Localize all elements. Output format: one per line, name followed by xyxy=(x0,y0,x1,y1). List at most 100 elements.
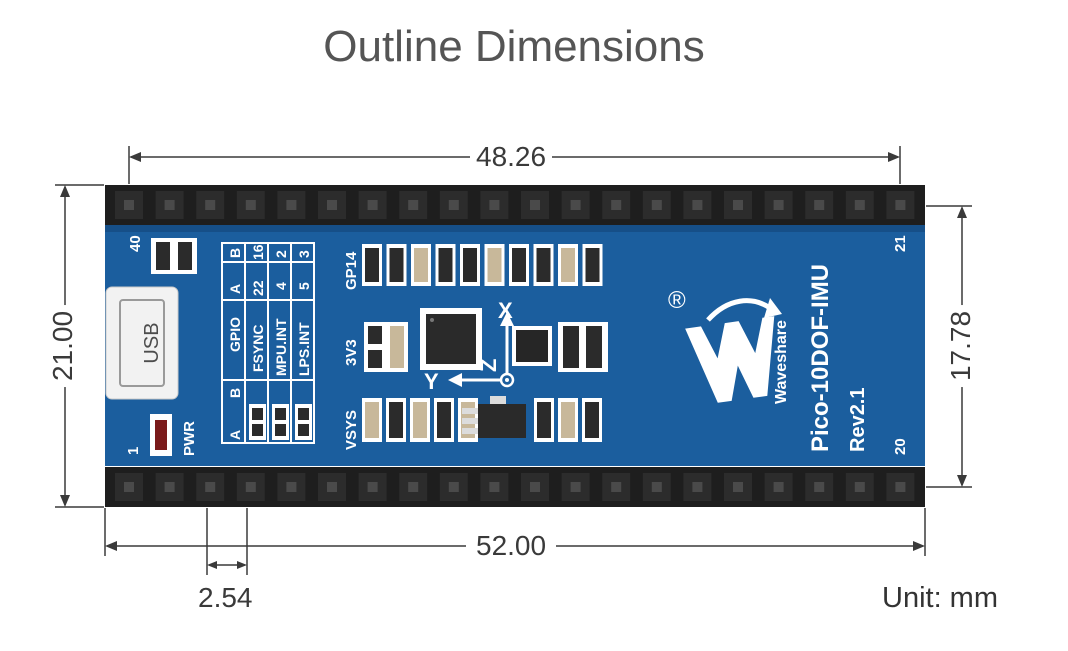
pcb-edge-shade xyxy=(105,224,925,232)
jumper-row-mpu-a: 4 xyxy=(273,282,289,290)
board-revision: Rev2.1 xyxy=(847,388,869,453)
header-pin-hole xyxy=(245,200,256,210)
jumper-row-fsync-b: 16 xyxy=(250,244,266,260)
header-pin-hole xyxy=(530,482,540,492)
net-vsys-label: VSYS xyxy=(343,410,360,450)
resistor-pair-top-left xyxy=(151,238,197,274)
brand-name: Waveshare xyxy=(773,320,790,404)
smd-component-body xyxy=(389,248,404,282)
header-pin-hole xyxy=(124,482,134,492)
header-pin-hole xyxy=(651,200,662,210)
top-pin-header xyxy=(105,185,925,225)
jumper-row-mpu-name: MPU.INT xyxy=(273,318,289,376)
usb-port: USB xyxy=(105,286,179,400)
header-pin-hole xyxy=(773,200,784,210)
jumper-row-fsync-a: 22 xyxy=(250,280,266,296)
resistor-pair-right xyxy=(558,322,608,372)
header-pin-hole xyxy=(408,482,419,492)
component-row-top xyxy=(362,244,603,286)
dimension-top-label: 48.26 xyxy=(470,143,553,171)
jumper-footer-b: B xyxy=(227,388,243,398)
pwr-led: PWR xyxy=(150,414,198,456)
smd-component-body xyxy=(413,402,427,438)
smd-component-body xyxy=(536,248,551,282)
header-pin-hole xyxy=(327,482,337,492)
header-pin-hole xyxy=(814,200,825,210)
pin-1-label: 1 xyxy=(125,447,142,455)
jumper-pad-contact xyxy=(298,424,309,436)
diagram-title: Outline Dimensions xyxy=(323,22,705,71)
pin-40-label: 40 xyxy=(127,235,144,252)
header-pin-hole xyxy=(286,482,297,492)
header-pin-hole xyxy=(286,200,297,210)
jumper-pad-contact xyxy=(275,424,286,436)
smd-component-body xyxy=(437,402,451,438)
jumper-pad-contact xyxy=(252,408,263,420)
axis-y-label: Y xyxy=(424,369,439,394)
registered-mark: ® xyxy=(668,287,686,314)
dimension-pitch-label: 2.54 xyxy=(198,582,253,613)
smd-component-body xyxy=(561,248,575,282)
smd-component-body xyxy=(463,248,477,282)
capacitor-pair-3v3 xyxy=(364,322,408,372)
axis-x-label: X xyxy=(498,298,513,323)
jumper-table: B GPIO A B A 16 22 FSYNC 2 4 MPU.INT 3 5… xyxy=(221,242,315,444)
header-pin-hole xyxy=(489,482,500,492)
header-pin-hole xyxy=(895,482,906,492)
pressure-sensor-chip xyxy=(512,326,552,366)
header-pin-hole xyxy=(245,482,256,492)
jumper-header-gpio: GPIO xyxy=(227,317,243,352)
header-pin-hole xyxy=(164,200,175,210)
smd-component-body xyxy=(365,248,379,282)
waveshare-logo-icon xyxy=(685,298,782,403)
jumper-footer-a: A xyxy=(227,430,243,440)
axis-indicator: X Y Z xyxy=(424,298,515,394)
header-pin-hole xyxy=(367,482,378,492)
header-pin-hole xyxy=(448,482,459,492)
pin-21-label: 21 xyxy=(892,235,909,252)
header-pin-hole xyxy=(692,482,703,492)
board-name: Pico-10DOF-IMU xyxy=(807,264,834,452)
header-pin-hole xyxy=(570,200,581,210)
jumper-row-lps-name: LPS.INT xyxy=(296,322,312,376)
header-pin-hole xyxy=(854,200,865,210)
jumper-header-a: A xyxy=(227,284,243,294)
header-pin-hole xyxy=(489,200,500,210)
header-pin-hole xyxy=(327,200,337,210)
dimension-left-label: 21.00 xyxy=(47,304,78,388)
jumper-row-lps-b: 3 xyxy=(296,250,312,258)
header-pin-hole xyxy=(530,200,540,210)
header-pin-hole xyxy=(733,482,743,492)
header-pin-hole xyxy=(692,200,703,210)
dimension-pitch xyxy=(206,508,248,575)
header-pin-hole xyxy=(895,200,906,210)
header-pin-hole xyxy=(205,200,216,210)
voltage-regulator xyxy=(462,396,526,438)
smd-component-body xyxy=(365,402,379,438)
usb-label: USB xyxy=(141,322,163,363)
net-3v3-label: 3V3 xyxy=(343,339,360,366)
bottom-pin-header xyxy=(105,467,925,507)
header-pin-hole xyxy=(570,482,581,492)
jumper-pad-contact xyxy=(252,424,263,436)
pwr-label: PWR xyxy=(181,421,198,456)
axis-z-label: Z xyxy=(476,359,501,372)
header-pin-hole xyxy=(408,200,419,210)
unit-label: Unit: mm xyxy=(882,582,998,614)
jumper-row-lps-a: 5 xyxy=(296,282,312,290)
jumper-row-fsync-name: FSYNC xyxy=(250,325,266,372)
header-pin-hole xyxy=(367,200,378,210)
dimension-bottom-label: 52.00 xyxy=(466,532,557,560)
smd-component-body xyxy=(585,402,599,438)
header-pin-hole xyxy=(733,200,743,210)
smd-component-body xyxy=(561,402,575,438)
header-pin-hole xyxy=(205,482,216,492)
header-pin-hole xyxy=(651,482,662,492)
header-pin-hole xyxy=(124,200,134,210)
smd-component-body xyxy=(389,402,403,438)
jumper-pad-contact xyxy=(298,408,309,420)
dimension-right-label: 17.78 xyxy=(945,304,976,388)
jumper-header-b: B xyxy=(227,248,243,258)
